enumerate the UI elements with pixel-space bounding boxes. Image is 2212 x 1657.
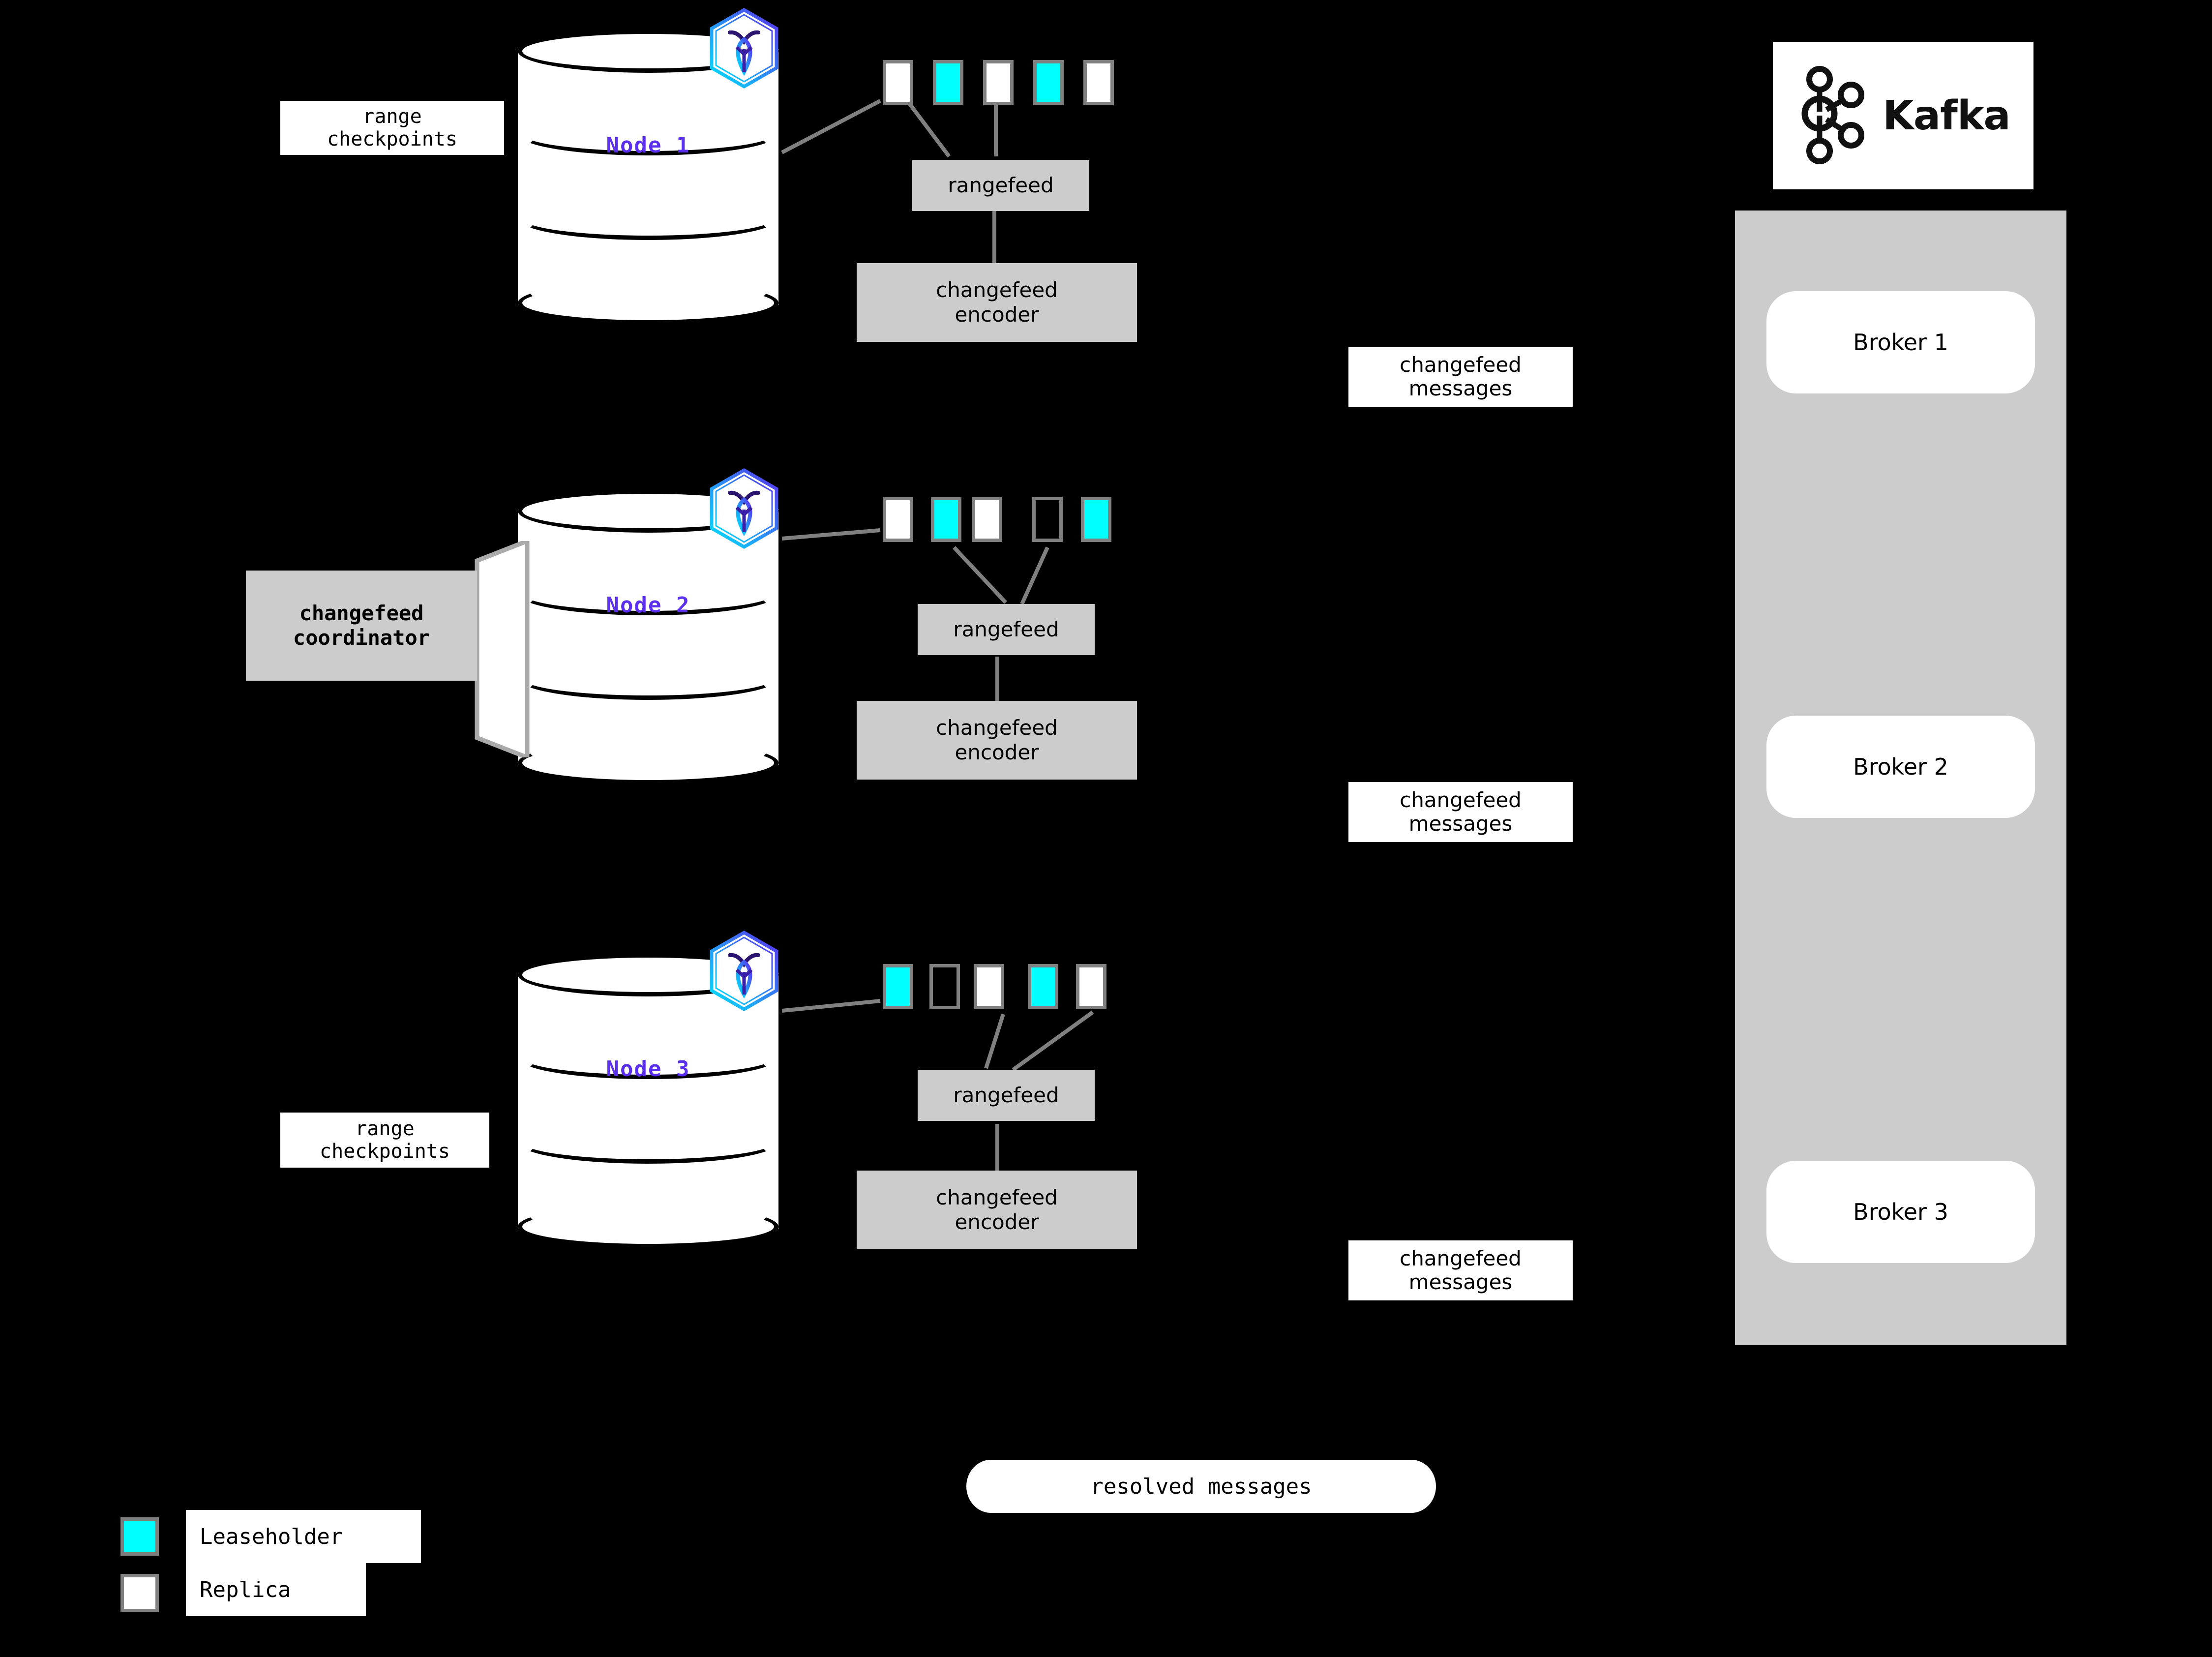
range-box [933,60,963,105]
cylinder-face [518,51,778,303]
changefeed-coordinator-box: changefeed coordinator [246,571,477,681]
range-box [929,964,960,1009]
legend-label-replica: Replica [186,1563,366,1616]
broker-3-box[interactable]: Broker 3 [1766,1161,2035,1263]
cockroachdb-hexagon-icon [707,7,781,90]
node-3-label: Node 3 [606,1056,690,1082]
node-1-label: Node 1 [606,133,690,158]
node-3-changefeed-messages-label: changefeed messages [1348,1240,1573,1300]
range-box [883,497,913,542]
node-1-rangefeed-box: rangefeed [912,160,1089,211]
cylinder-bottom [518,281,778,325]
node-1-changefeed-encoder-box: changefeed encoder [857,263,1137,342]
kafka-wordmark: Kafka [1883,92,2010,139]
range-box [972,497,1002,542]
coordinator-flag-shape [475,541,530,757]
cylinder-bottom [518,1205,778,1248]
legend-swatch-replica [120,1574,159,1612]
range-box [1032,497,1063,542]
kafka-logo-icon [1796,64,1870,167]
cylinder-face [518,975,778,1227]
cylinder-bottom [518,741,778,784]
node-1-range-checkpoints-label: range checkpoints [280,101,504,155]
node-2-changefeed-messages-label: changefeed messages [1348,782,1573,842]
range-box [1083,60,1114,105]
cylinder-divider [518,1120,778,1164]
range-box [974,964,1004,1009]
node-2-label: Node 2 [606,593,690,618]
resolved-messages-pill: resolved messages [966,1460,1436,1513]
node-2-rangefeed-box: rangefeed [918,604,1095,655]
node-1-cylinder [518,30,778,325]
node-2-cylinder [518,489,778,784]
cylinder-divider [518,1036,778,1079]
node-1-changefeed-messages-label: changefeed messages [1348,347,1573,407]
node-3-cylinder [518,953,778,1248]
cockroachdb-hexagon-icon [707,930,781,1012]
node-3-range-checkpoints-label: range checkpoints [280,1113,489,1168]
range-box [883,60,913,105]
cylinder-divider [518,657,778,700]
broker-1-box[interactable]: Broker 1 [1766,291,2035,393]
cylinder-divider [518,572,778,615]
legend-swatch-leaseholder [120,1517,159,1556]
range-box [1076,964,1106,1009]
range-box [1033,60,1064,105]
cylinder-divider [518,112,778,155]
broker-2-box[interactable]: Broker 2 [1766,716,2035,818]
range-box [883,964,913,1009]
range-box [931,497,961,542]
node-3-changefeed-encoder-box: changefeed encoder [857,1171,1137,1249]
kafka-logo-box: Kafka [1773,42,2033,189]
node-3-rangefeed-box: rangefeed [918,1070,1095,1121]
cockroachdb-hexagon-icon [707,467,781,550]
range-box [1081,497,1111,542]
node-2-changefeed-encoder-box: changefeed encoder [857,701,1137,780]
cylinder-divider [518,197,778,240]
range-box [1028,964,1058,1009]
legend-label-leaseholder: Leaseholder [186,1510,421,1563]
range-box [983,60,1014,105]
cylinder-face [518,511,778,763]
